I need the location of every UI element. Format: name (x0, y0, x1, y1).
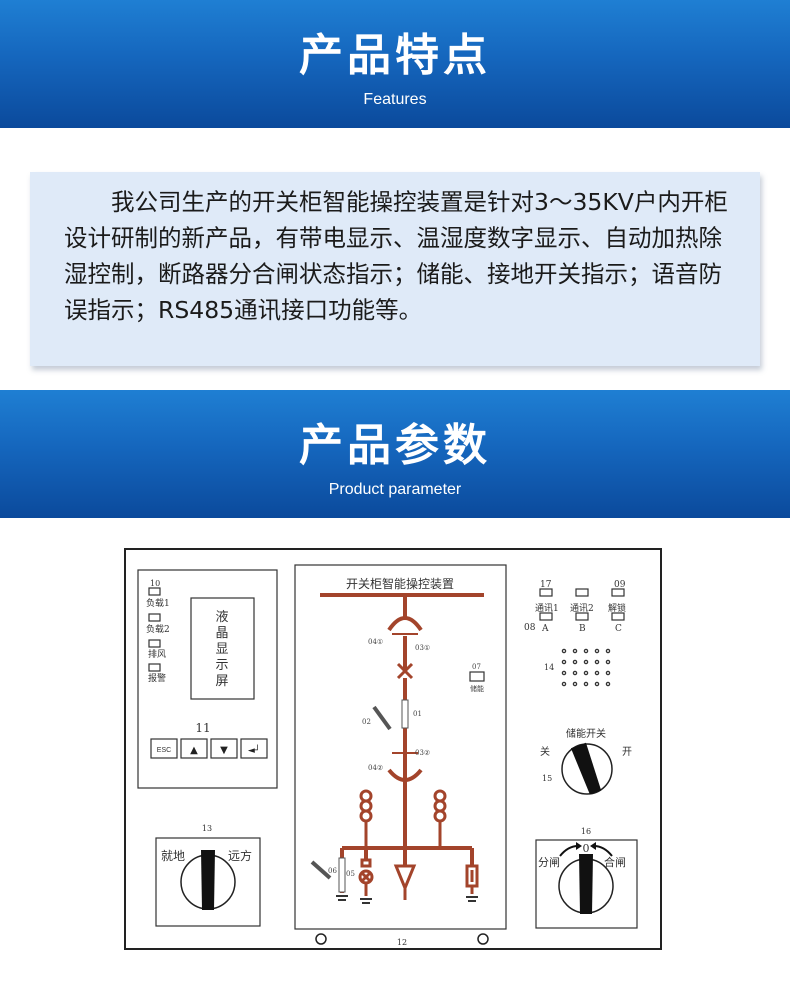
features-subtitle: Features (363, 91, 427, 108)
mimic-panel (294, 564, 507, 930)
unlock-led (611, 588, 625, 597)
close-label: 合闸 (604, 855, 626, 869)
storage-label: 储能 (470, 684, 484, 693)
load2-label: 负载2 (146, 623, 170, 635)
ground-symbols (336, 895, 478, 904)
features-description: 我公司生产的开关柜智能操控装置是针对3～35KV户内开柜设计研制的新产品，有带电… (64, 188, 728, 324)
enter-key[interactable] (240, 738, 268, 759)
unlock-label: 解锁 (608, 602, 626, 614)
mount-hole-right (477, 933, 489, 945)
status-num-17: 17 (540, 580, 552, 590)
branch-05 (338, 857, 346, 893)
voltage-transformer (358, 858, 374, 896)
label-01: 01 (413, 710, 422, 718)
arrester (465, 864, 479, 894)
lower-disconnector (387, 748, 423, 848)
phase-b-label: B (579, 624, 586, 634)
label-02: 02 (362, 718, 371, 726)
storage-switch-knob[interactable] (561, 742, 613, 795)
parameters-subtitle: Product parameter (328, 481, 462, 498)
down-key-label: ▼ (220, 745, 228, 756)
svg-text:示: 示 (215, 658, 228, 673)
indicator-num: 10 (150, 579, 160, 588)
phase-c-label: C (615, 624, 622, 634)
lcd-screen (190, 597, 255, 700)
svg-text:显: 显 (215, 642, 228, 657)
comm1-label: 通讯1 (535, 603, 559, 614)
comm1-led (539, 588, 553, 597)
label-04b: 04② (368, 764, 383, 772)
cable-outlet (393, 864, 417, 892)
mimic-busbar (320, 593, 484, 618)
parameters-banner: 产品参数 Product parameter (0, 390, 790, 518)
mimic-title: 开关柜智能操控装置 (346, 576, 454, 591)
local-remote-knob[interactable] (180, 850, 236, 910)
fan-label: 排风 (148, 648, 166, 660)
up-key[interactable] (180, 738, 208, 759)
phase-a-label: A (541, 624, 549, 634)
storage-led (469, 671, 485, 682)
status-num-09: 09 (614, 580, 626, 590)
current-transformers (359, 789, 447, 848)
features-description-box: 我公司生产的开关柜智能操控装置是针对3～35KV户内开柜设计研制的新产品，有带电… (30, 172, 760, 366)
keypad-num: 11 (195, 721, 210, 735)
esc-key[interactable] (150, 738, 178, 759)
mount-hole-left (315, 933, 327, 945)
svg-text:晶: 晶 (215, 626, 228, 641)
lcd-label: 液 晶 显 示 屏 (215, 610, 228, 689)
enter-key-label: ◄┘ (248, 744, 260, 756)
label-06: 06 (328, 867, 337, 875)
load1-label: 负载1 (146, 597, 170, 609)
ground-switch-06 (310, 860, 332, 880)
label-05: 05 (346, 870, 355, 878)
bottom-num: 12 (397, 938, 407, 947)
up-key-label: ▲ (190, 745, 198, 756)
storage-switch-label: 储能开关 (566, 727, 606, 740)
panel-diagram: 10 负载1 负载2 排风 报警 液 晶 显 示 屏 11 ESC ▲ ▼ ◄┘… (124, 548, 662, 950)
svg-text:液: 液 (215, 610, 228, 625)
features-banner: 产品特点 Features (0, 0, 790, 128)
ground-switch-02 (372, 705, 392, 731)
phase-b-led (575, 612, 589, 621)
breaker-body (401, 699, 409, 729)
speaker-grille (561, 648, 611, 687)
phase-c-led (611, 612, 625, 621)
storage-switch-on: 开 (622, 747, 632, 758)
arrow-right-icon (576, 842, 582, 850)
phase-a-led (539, 612, 553, 621)
local-remote-num: 13 (202, 824, 212, 833)
open-close-zero: 0 (583, 842, 590, 855)
open-label: 分闸 (538, 856, 560, 869)
svg-text:屏: 屏 (215, 674, 228, 689)
open-close-knob[interactable] (558, 854, 614, 914)
comm2-label: 通讯2 (570, 603, 594, 614)
alarm-led (148, 663, 161, 672)
comm2-led (575, 588, 589, 597)
load1-led (148, 587, 161, 596)
speaker-num: 14 (544, 663, 554, 672)
features-title: 产品特点 (299, 30, 491, 81)
label-04a: 04① (368, 638, 383, 646)
label-03b: 03② (415, 749, 430, 757)
storage-switch-off: 关 (540, 745, 550, 758)
esc-key-label: ESC (157, 747, 171, 754)
local-label: 就地 (161, 849, 185, 863)
remote-label: 远方 (228, 848, 252, 863)
local-remote-box (155, 837, 261, 927)
label-03a: 03① (415, 644, 430, 652)
parameters-title: 产品参数 (299, 420, 491, 471)
alarm-label: 报警 (148, 672, 166, 684)
load2-led (148, 613, 161, 622)
open-close-box (535, 839, 638, 929)
status-num-08: 08 (524, 623, 536, 633)
arrow-left-icon (590, 842, 596, 850)
left-module (137, 569, 278, 789)
storage-switch-num: 15 (542, 774, 552, 783)
fan-led (148, 639, 161, 648)
label-07: 07 (472, 663, 481, 671)
open-close-num: 16 (581, 827, 591, 836)
down-key[interactable] (210, 738, 238, 759)
